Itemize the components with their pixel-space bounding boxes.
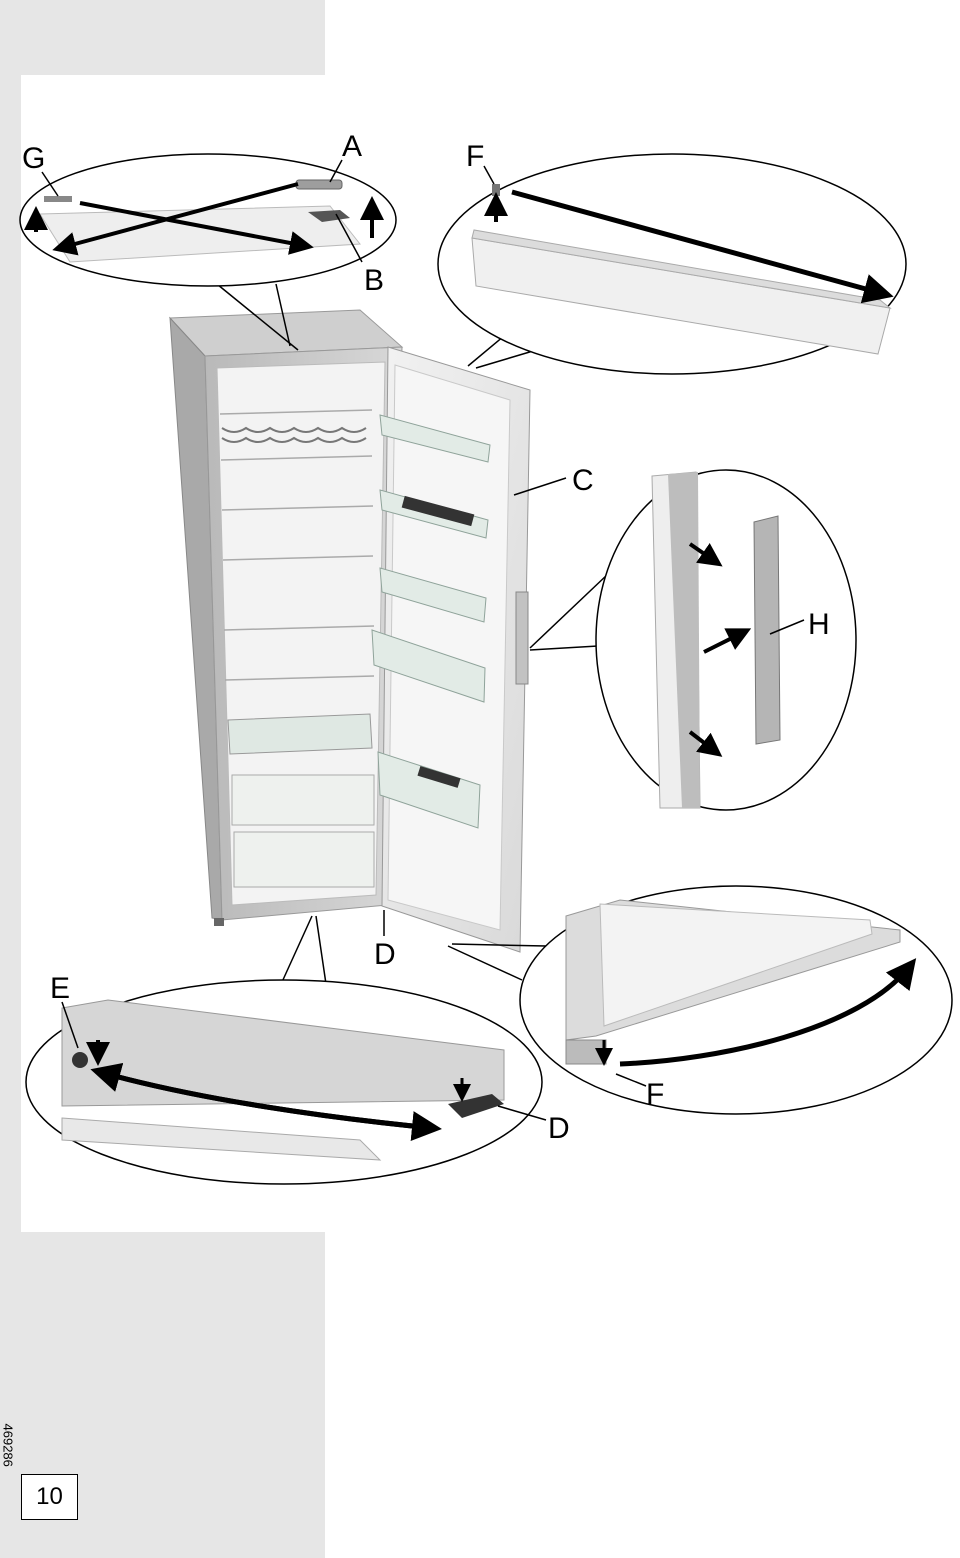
refrigerator-door xyxy=(371,346,531,953)
detail-door-bottom xyxy=(447,885,953,1115)
leader-f-top xyxy=(483,165,495,185)
label-d-main: D xyxy=(374,938,396,971)
leader-b xyxy=(335,213,363,263)
label-h: H xyxy=(808,608,830,641)
margin-band-top xyxy=(0,0,325,75)
leader-c xyxy=(513,477,567,496)
label-a: A xyxy=(342,130,362,163)
detail-handle xyxy=(529,469,857,811)
leader-g xyxy=(41,171,59,197)
leader-a xyxy=(329,159,343,183)
label-e: E xyxy=(50,972,70,1005)
label-f-bottom: F xyxy=(646,1078,664,1111)
page-number: 10 xyxy=(21,1474,78,1520)
label-b: B xyxy=(364,264,384,297)
detail-door-top xyxy=(437,153,907,375)
label-d-detail: D xyxy=(548,1112,570,1145)
detail-bottom-hinge xyxy=(25,915,547,1185)
refrigerator xyxy=(168,309,404,926)
detail-top-hinge xyxy=(19,153,397,351)
label-c: C xyxy=(572,464,594,497)
label-f-top: F xyxy=(466,140,484,173)
label-g: G xyxy=(22,142,45,175)
margin-band-left xyxy=(0,0,21,1558)
document-code: 469286 xyxy=(0,1423,16,1467)
